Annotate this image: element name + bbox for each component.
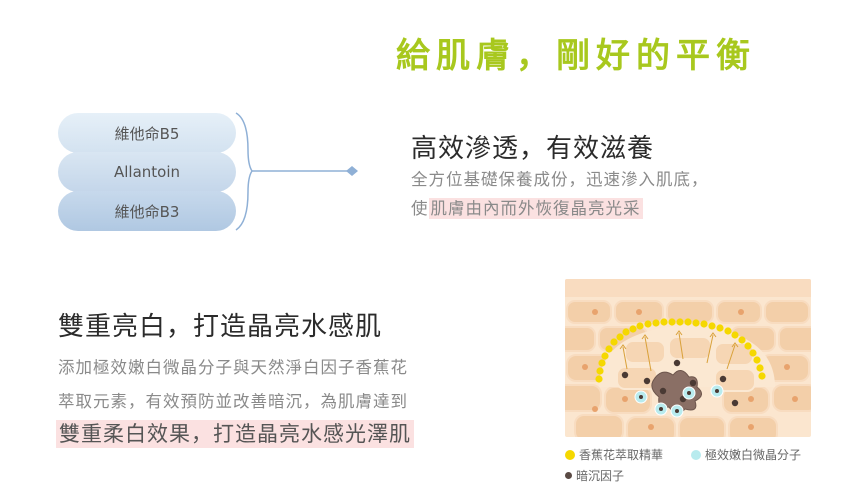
legend-item-whitening: 極效嫩白微晶分子 xyxy=(691,446,801,463)
brace-icon xyxy=(235,112,253,231)
diamond-icon xyxy=(346,166,358,176)
ingredient-pill-b5: 維他命B5 xyxy=(58,113,236,153)
section1-line1: 全方位基礎保養成份，迅速滲入肌底， xyxy=(411,170,709,189)
legend-label: 暗沉因子 xyxy=(576,469,625,483)
ingredient-pill-b3: 維他命B3 xyxy=(58,191,236,231)
cyan-dot-icon xyxy=(691,449,701,460)
ingredient-label: Allantoin xyxy=(113,163,181,181)
section1-highlight: 肌膚由內而外恢復晶亮光采 xyxy=(428,198,643,219)
skin-diagram xyxy=(565,279,811,437)
page-title: 給肌膚，剛好的平衡 xyxy=(396,36,756,76)
legend-item-banana: 香蕉花萃取精華 xyxy=(565,446,663,463)
yellow-dot-icon xyxy=(565,449,575,460)
legend-label: 極效嫩白微晶分子 xyxy=(705,448,802,462)
dark-dot-icon xyxy=(565,472,572,479)
section1-heading: 高效滲透，有效滋養 xyxy=(411,134,655,164)
legend-label: 香蕉花萃取精華 xyxy=(579,448,664,462)
section2-heading: 雙重亮白，打造晶亮水感肌 xyxy=(58,312,383,342)
ingredient-label: 維他命B5 xyxy=(114,124,180,143)
legend-item-dullness: 暗沉因子 xyxy=(565,467,624,484)
section1-line2: 使肌膚由內而外恢復晶亮光采 xyxy=(411,195,643,219)
section2-line1: 添加極效嫩白微晶分子與天然淨白因子香蕉花 xyxy=(58,358,408,377)
section1-line2-prefix: 使 xyxy=(411,199,429,218)
section2-highlight: 雙重柔白效果，打造晶亮水感光澤肌 xyxy=(56,420,414,448)
ingredient-label: 維他命B3 xyxy=(114,202,180,221)
section2-line2: 萃取元素，有效預防並改善暗沉，為肌膚達到 xyxy=(58,392,408,411)
section2-line3: 雙重柔白效果，打造晶亮水感光澤肌 xyxy=(56,418,414,448)
ingredient-pill-allantoin: Allantoin xyxy=(58,152,236,192)
